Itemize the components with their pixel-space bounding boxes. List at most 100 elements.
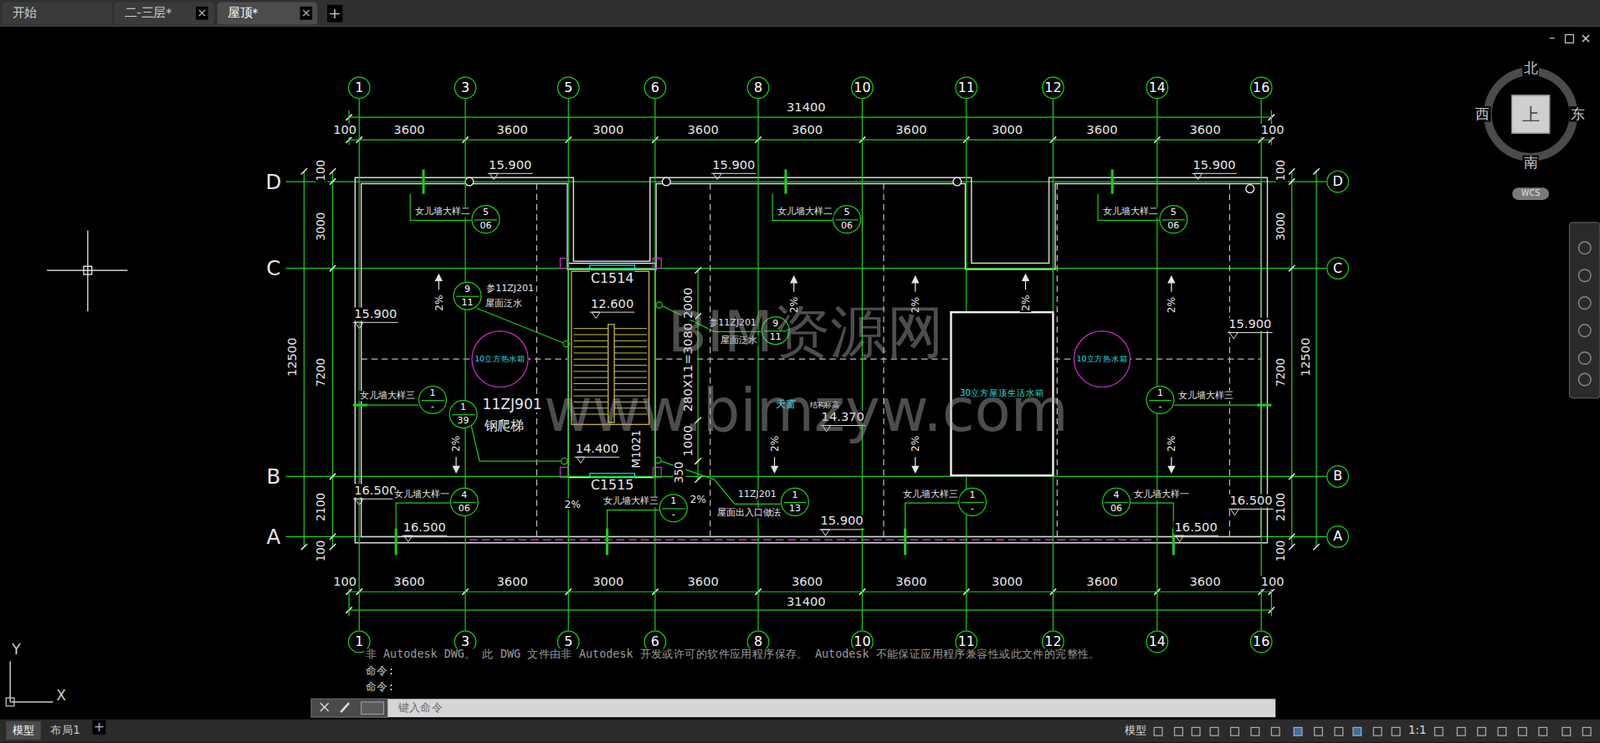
detail-reference: 女儿墙大样三 [601,497,659,508]
detail-callout-text: 4 [461,489,467,501]
label-anchor: 屋面泛水 [484,298,524,309]
leader-line [1130,502,1174,529]
stair-annotation: 350 [673,461,687,485]
axis-bubble-text: 10 [853,634,871,649]
label-anchor: – [1548,31,1557,46]
label-anchor: A [265,525,282,549]
status-bar [0,719,1600,743]
elevation-text: 16.500 [1173,520,1219,534]
label-anchor: × [1579,31,1593,47]
axis-letter: A [265,525,282,549]
slope-text: 2% [1020,293,1031,313]
slope-arrowhead [435,274,442,281]
axis-bubble-text: 5 [564,634,573,649]
elevation-triangle [821,529,831,536]
axis-bubble-text: 10 [853,80,871,95]
callout-divider [783,502,806,503]
stair-tread [573,352,608,354]
detail-callout-text: - [430,400,435,412]
stair-tread [614,370,647,372]
stair-tread [573,358,608,360]
label-anchor: 16.500 [401,520,447,534]
stair-annotation: C1514 [589,271,636,286]
detail-callout-text: 06 [1167,220,1180,231]
dimension-text: 3600 [1085,575,1119,590]
window-control: – [1548,31,1557,46]
hot-water-tank-text: 10立方热水箱 [474,354,526,364]
label-anchor: 2% [433,293,445,313]
label-anchor: 100 [1275,538,1288,563]
axis-bubble-text: 5 [564,80,573,95]
callout-divider [451,414,475,416]
detail-reference: 女儿墙大样一 [1133,489,1190,500]
label-anchor: 3600 [894,123,929,138]
dimension-text: 3600 [495,575,529,590]
detail-reference: 女儿墙大样三 [902,489,959,500]
status-icon [1174,727,1184,736]
leader-dot [561,458,568,465]
status-icon [1293,727,1303,736]
detail-callout-text: 1 [969,489,976,501]
column-mark [559,258,569,269]
dimension-line [348,591,1272,593]
detail-callout-text: 13 [789,502,801,514]
label-anchor: 2% [1020,293,1031,313]
status-icon [1334,727,1344,736]
label-anchor: 命令: [364,682,395,695]
status-icon [1497,727,1507,736]
slope-text: 2% [563,498,582,510]
viewcube-ring [1487,71,1574,157]
label-anchor: 15.900 [1191,158,1237,173]
status-icon [1538,727,1548,736]
label-anchor: 女儿墙大样二 [414,207,472,218]
detail-reference: 女儿墙大样二 [776,207,834,218]
elevation-triangle [591,312,600,318]
wcs-button: WCS [1512,187,1549,200]
label-anchor: 7200 [1275,357,1288,389]
nav-icon [1578,241,1591,255]
axis-bubble-text: 6 [651,80,660,95]
stair-tread [614,328,647,329]
file-tab-text: 二-三层* [124,6,173,21]
label-anchor: 2100 [1275,492,1288,524]
dimension-text: 3600 [1085,123,1119,138]
axis-bubble-text: 16 [1252,80,1270,95]
elevation-triangle [489,173,498,180]
dimension-tick [329,533,336,540]
label-anchor: 3600 [1188,123,1222,138]
label-anchor: 东 [1569,106,1586,123]
axis-bubble: 1 [348,76,371,99]
detail-callout-text: 06 [841,220,853,231]
detail-reference: 屋面出入口做法 [715,507,782,518]
axis-bubble-text: 6 [651,634,660,649]
dimension-text: 3000 [1275,210,1288,242]
stair-tread [614,333,647,335]
layout-tab: 布局1 [45,721,87,740]
status-icon [1562,727,1571,736]
dimension-line [332,171,334,548]
dimension-text: 100 [1275,538,1288,563]
section-mark [784,169,787,194]
axis-bubble: 5 [557,76,580,99]
callout-divider [474,219,498,221]
label-anchor: 3000 [591,575,626,590]
layout-tab-text: 布局1 [50,724,80,738]
leader-line [1097,194,1159,221]
axis-bubble-text: 8 [753,80,763,95]
detail-callout: 1- [659,493,688,523]
stair-tread [573,370,608,372]
dimension-text: 3600 [894,123,929,138]
elevation-text: 16.500 [1228,494,1274,508]
watermark: www.bimzyw.com [543,379,1070,445]
slope-arrowhead [771,466,778,472]
detail-callout-text: 1 [791,489,798,501]
roof-drain [661,177,671,186]
label-anchor: 100 [315,158,329,183]
dimension-text: 100 [315,158,329,183]
restore-button [1565,34,1575,43]
slope-arrowhead [452,466,459,472]
label-anchor: 11ZJ201 [737,489,778,500]
hot-water-tank: 10立方热水箱 [1073,330,1131,388]
extension-line [1271,586,1272,616]
